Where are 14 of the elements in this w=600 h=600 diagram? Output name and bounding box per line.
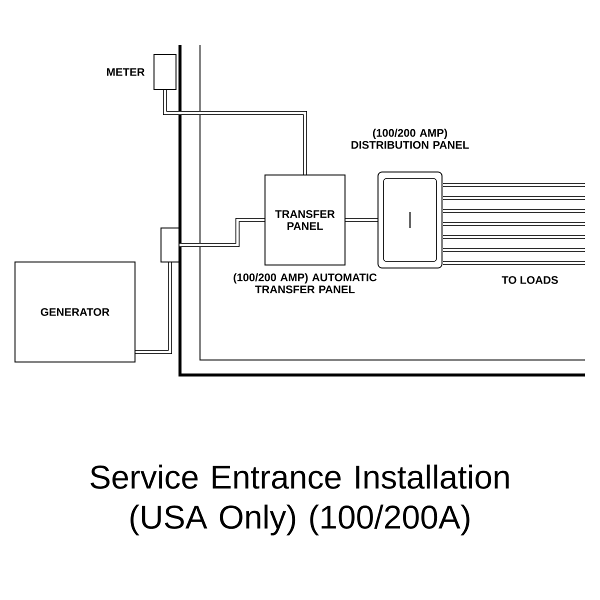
node-caption: (100/200 AMP) AUTOMATIC TRANSFER PANEL: [234, 273, 377, 294]
wire: [346, 218, 378, 222]
wire: [136, 262, 172, 354]
generator-box: GENERATOR: [14, 262, 136, 362]
wire: [180, 218, 264, 248]
distribution-panel: [378, 172, 442, 268]
node-caption: METER: [107, 68, 145, 76]
node-caption: (100/200 AMP) DISTRIBUTION PANEL: [352, 128, 469, 149]
wire: [162, 90, 308, 174]
meter-box: [154, 54, 176, 90]
caption: Service Entrance Installation (USA Only) (100/200A): [90, 464, 509, 536]
label: TO LOADS: [502, 276, 558, 284]
panel-box: TRANSFER PANEL: [264, 174, 346, 266]
disconnect-box: [160, 228, 180, 262]
